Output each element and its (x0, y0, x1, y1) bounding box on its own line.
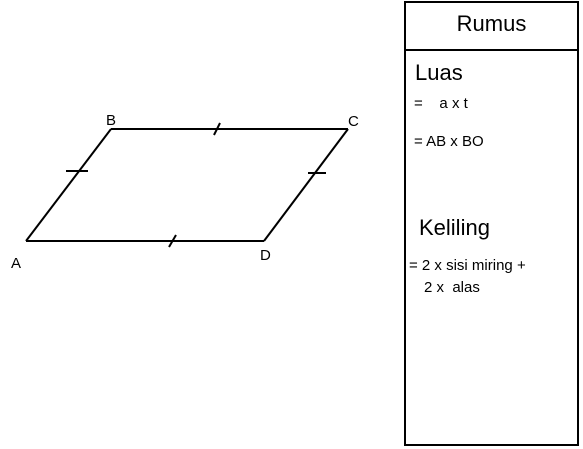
tick-mark-da (168, 234, 177, 248)
vertex-label-b: B (106, 112, 116, 129)
vertex-label-c: C (348, 113, 359, 130)
perimeter-heading: Keliling (419, 215, 490, 240)
area-formula-line-2: = AB x BO (414, 133, 484, 150)
side-cd (263, 128, 349, 242)
parallelogram-figure: A B C D (11, 112, 359, 272)
formula-panel-title: Rumus (406, 3, 577, 51)
area-formula-line-1: = a x t (414, 95, 468, 112)
area-heading: Luas (415, 60, 463, 85)
formula-panel: Rumus Luas = a x t = AB x BO Keliling = … (404, 1, 579, 446)
tick-mark-bc (213, 122, 221, 136)
vertex-label-d: D (260, 247, 271, 264)
perimeter-formula-line-1: = 2 x sisi miring + (409, 257, 526, 274)
perimeter-formula-line-2: 2 x alas (424, 279, 480, 296)
side-ab (25, 128, 112, 242)
vertex-label-a: A (11, 255, 21, 272)
